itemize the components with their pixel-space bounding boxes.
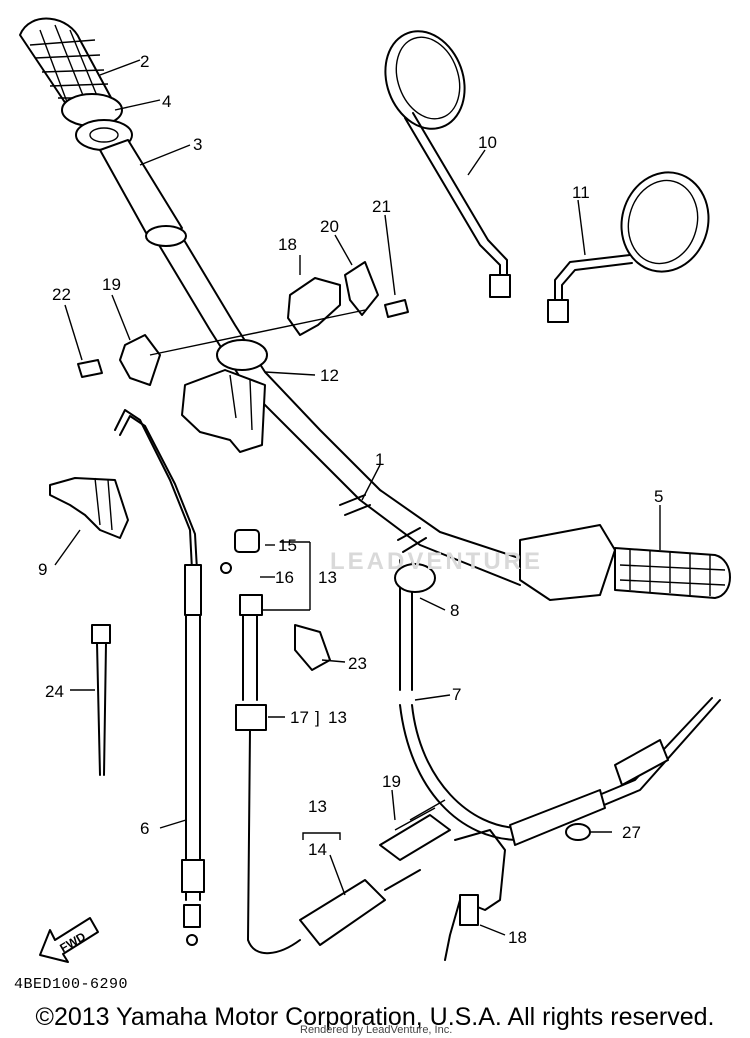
callout-10: 10 xyxy=(478,133,497,152)
callout-21: 19 xyxy=(102,275,121,294)
callout-7: 7 xyxy=(452,685,461,704)
connector-switch xyxy=(379,799,506,961)
hose-clamp xyxy=(565,823,591,841)
clutch-cable xyxy=(394,559,721,846)
forward-arrow-icon: FWD xyxy=(39,917,99,963)
callout-27: 27 xyxy=(622,823,641,842)
watermark: LEADVENTURE xyxy=(330,548,544,575)
callout-13-b: 13 xyxy=(328,708,347,727)
left-mirror xyxy=(384,30,511,298)
callout-nineteen: 19 xyxy=(382,772,401,791)
grip-washer xyxy=(61,93,133,151)
bracket-17: ] xyxy=(315,708,320,727)
callout-eighteen: 18 xyxy=(508,928,527,947)
right-grip xyxy=(519,524,731,601)
callout-25: 23 xyxy=(348,654,367,673)
callout-23: 21 xyxy=(372,197,391,216)
right-mirror xyxy=(547,171,710,323)
callout-9: 9 xyxy=(38,560,47,579)
copyright-notice: ©2013 Yamaha Motor Corporation, U.S.A. A… xyxy=(35,1003,715,1031)
callout-20: 18 xyxy=(278,235,297,254)
callout-17: 17 xyxy=(290,708,309,727)
callout-6: 6 xyxy=(140,819,149,838)
callout-26: 24 xyxy=(45,682,64,701)
callout-15: 15 xyxy=(278,536,297,555)
throttle-sleeve xyxy=(99,139,187,247)
leader-lines xyxy=(54,59,661,936)
starter-cable xyxy=(299,869,421,946)
callout-13-c: 13 xyxy=(308,797,327,816)
callout-8: 8 xyxy=(450,601,459,620)
throttle-cable xyxy=(114,409,205,946)
callout-11: 11 xyxy=(572,183,590,202)
cable-tie xyxy=(91,624,111,776)
callout-12: 12 xyxy=(320,366,339,385)
lever-bracket xyxy=(77,261,409,386)
rendered-by: Rendered by LeadVenture, Inc. xyxy=(300,1024,453,1036)
clutch-lever xyxy=(49,477,129,539)
callout-24: 22 xyxy=(52,285,71,304)
callout-2: 2 xyxy=(140,52,149,71)
callout-1: 1 xyxy=(375,450,384,469)
handlebar xyxy=(149,229,526,586)
callout-14: 14 xyxy=(308,840,327,859)
callout-13-a: 13 xyxy=(318,568,337,587)
diagram-code: 4BED100-6290 xyxy=(14,976,129,993)
callout-3: 3 xyxy=(193,135,202,154)
callout-22: 20 xyxy=(320,217,339,236)
callout-16: 16 xyxy=(275,568,294,587)
callout-4: 4 xyxy=(162,92,171,111)
callout-5: 5 xyxy=(654,487,663,506)
part-numbers: 2 4 3 10 11 18 20 21 22 19 12 1 5 9 15 1… xyxy=(38,52,663,947)
throttle-housing xyxy=(181,339,268,453)
choke-assembly xyxy=(220,529,331,955)
